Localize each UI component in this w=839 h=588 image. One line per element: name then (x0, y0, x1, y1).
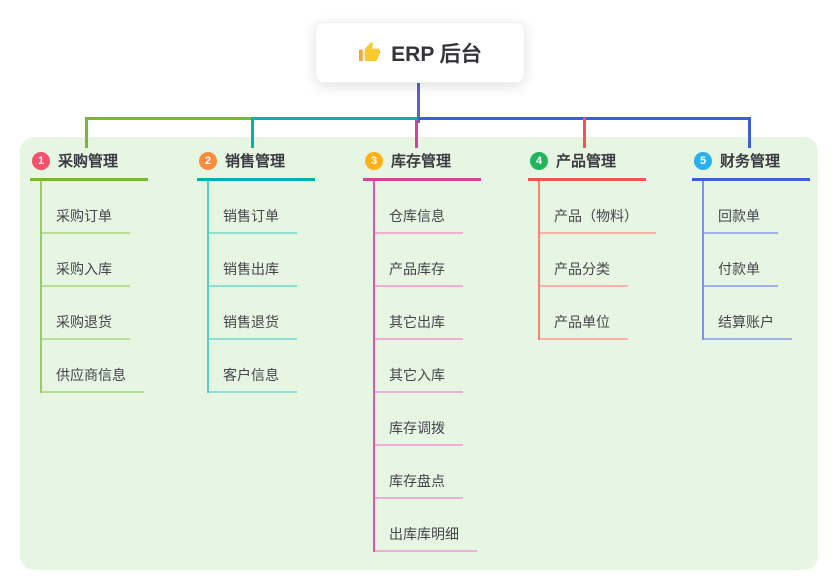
child-node[interactable]: 采购退货 (42, 287, 130, 340)
branch-label-purchase: 采购管理 (58, 153, 119, 170)
children-finance: 回款单 付款单 结算账户 (702, 181, 792, 340)
child-node[interactable]: 销售订单 (209, 181, 297, 234)
child-node[interactable]: 库存盘点 (375, 446, 463, 499)
root-title: ERP 后台 (391, 42, 482, 66)
connector-bus-purchase (85, 117, 254, 120)
connector-bus-sales (252, 117, 418, 120)
connector-drop-sales (251, 117, 254, 148)
connector-drop-finance (748, 117, 751, 148)
badge-5: 5 (694, 151, 712, 170)
branch-label-inventory: 库存管理 (391, 153, 452, 170)
branch-header-finance[interactable]: 5 财务管理 (692, 148, 810, 181)
branch-sales: 2 销售管理 销售订单 销售出库 销售退货 客户信息 (197, 148, 315, 393)
badge-2: 2 (199, 151, 217, 170)
connector-drop-purchase (85, 117, 88, 148)
children-sales: 销售订单 销售出库 销售退货 客户信息 (207, 181, 297, 393)
children-inventory: 仓库信息 产品库存 其它出库 其它入库 库存调拨 库存盘点 出库库明细 (373, 181, 477, 552)
child-node[interactable]: 仓库信息 (375, 181, 463, 234)
child-node[interactable]: 采购订单 (42, 181, 130, 234)
branch-purchase: 1 采购管理 采购订单 采购入库 采购退货 供应商信息 (30, 148, 148, 393)
child-node[interactable]: 供应商信息 (42, 340, 144, 393)
child-node[interactable]: 库存调拨 (375, 393, 463, 446)
branch-label-finance: 财务管理 (720, 153, 781, 170)
branch-header-sales[interactable]: 2 销售管理 (197, 148, 315, 181)
child-node[interactable]: 采购入库 (42, 234, 130, 287)
branch-product: 4 产品管理 产品（物料） 产品分类 产品单位 (528, 148, 656, 340)
connector-root-drop (417, 81, 420, 123)
branch-header-inventory[interactable]: 3 库存管理 (363, 148, 481, 181)
child-node[interactable]: 产品（物料） (540, 181, 656, 234)
branch-inventory: 3 库存管理 仓库信息 产品库存 其它出库 其它入库 库存调拨 库存盘点 出库库… (363, 148, 481, 552)
child-node[interactable]: 回款单 (704, 181, 778, 234)
child-node[interactable]: 其它出库 (375, 287, 463, 340)
child-node[interactable]: 付款单 (704, 234, 778, 287)
connector-drop-inventory (415, 120, 418, 148)
child-node[interactable]: 结算账户 (704, 287, 792, 340)
child-node[interactable]: 产品分类 (540, 234, 628, 287)
badge-4: 4 (530, 151, 548, 170)
children-purchase: 采购订单 采购入库 采购退货 供应商信息 (40, 181, 144, 393)
child-node[interactable]: 销售出库 (209, 234, 297, 287)
branch-label-sales: 销售管理 (225, 153, 286, 170)
badge-1: 1 (32, 151, 50, 170)
child-node[interactable]: 销售退货 (209, 287, 297, 340)
child-node[interactable]: 出库库明细 (375, 499, 477, 552)
branch-finance: 5 财务管理 回款单 付款单 结算账户 (692, 148, 810, 340)
child-node[interactable]: 其它入库 (375, 340, 463, 393)
children-product: 产品（物料） 产品分类 产品单位 (538, 181, 656, 340)
child-node[interactable]: 客户信息 (209, 340, 297, 393)
root-node[interactable]: ERP 后台 (315, 22, 525, 83)
branch-header-product[interactable]: 4 产品管理 (528, 148, 646, 181)
branch-label-product: 产品管理 (556, 153, 617, 170)
child-node[interactable]: 产品库存 (375, 234, 463, 287)
child-node[interactable]: 产品单位 (540, 287, 628, 340)
badge-3: 3 (365, 151, 383, 170)
thumbs-up-icon (358, 41, 381, 64)
connector-drop-product (583, 117, 586, 148)
branch-header-purchase[interactable]: 1 采购管理 (30, 148, 148, 181)
